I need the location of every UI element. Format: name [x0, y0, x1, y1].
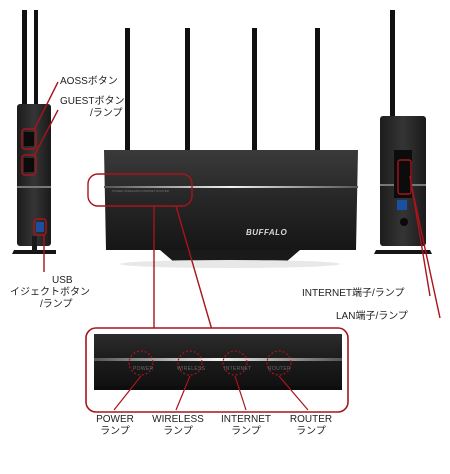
antenna-3	[252, 28, 257, 150]
left-side-view	[12, 10, 56, 254]
left-antenna	[22, 10, 27, 108]
aoss-label: AOSSボタン	[60, 76, 118, 87]
right-antenna	[390, 10, 395, 118]
antenna-1	[125, 28, 130, 150]
front-stripe	[104, 186, 358, 188]
svg-text:POWER WIRELESS INTERNET: POWER WIRELESS INTERNET ROUTER	[112, 189, 170, 193]
left-stripe	[17, 186, 51, 188]
back-view	[374, 10, 432, 254]
usb-port-back	[397, 200, 407, 210]
brand-logo: BUFFALO	[246, 228, 288, 237]
zoom-label-internet: INTERNET	[224, 366, 252, 372]
front-stand	[160, 250, 300, 262]
guest-label: GUESTボタン /ランプ	[60, 96, 125, 119]
usb-port	[36, 222, 44, 232]
lan-port-label: LAN端子/ランプ	[336, 311, 408, 322]
zoom-label-wireless: WIRELESS	[177, 366, 206, 372]
right-callouts	[397, 159, 441, 319]
router-lamp-label: ROUTER ランプ	[289, 414, 333, 437]
left-antenna-2	[34, 10, 38, 114]
wireless-lamp-label: WIRELESS ランプ	[152, 414, 204, 437]
front-callout	[87, 173, 213, 331]
internet-lamp-label: INTERNET ランプ	[221, 414, 271, 437]
usb-label: USB イジェクトボタン /ランプ	[10, 275, 90, 310]
front-view: POWER WIRELESS INTERNET ROUTER	[104, 28, 358, 268]
front-body	[104, 150, 358, 250]
antenna-2	[185, 28, 190, 150]
zoom-panel	[85, 327, 349, 413]
aoss-button	[24, 132, 34, 146]
lan-ports	[394, 150, 412, 198]
internet-port-label: INTERNET端子/ランプ	[302, 288, 405, 299]
zoom-label-power: POWER	[133, 366, 154, 372]
zoom-label-router: ROUTER	[268, 366, 291, 372]
left-callouts	[21, 81, 59, 272]
power-lamp-label: POWER ランプ	[96, 414, 134, 437]
antenna-4	[315, 28, 320, 150]
guest-button	[24, 158, 34, 172]
